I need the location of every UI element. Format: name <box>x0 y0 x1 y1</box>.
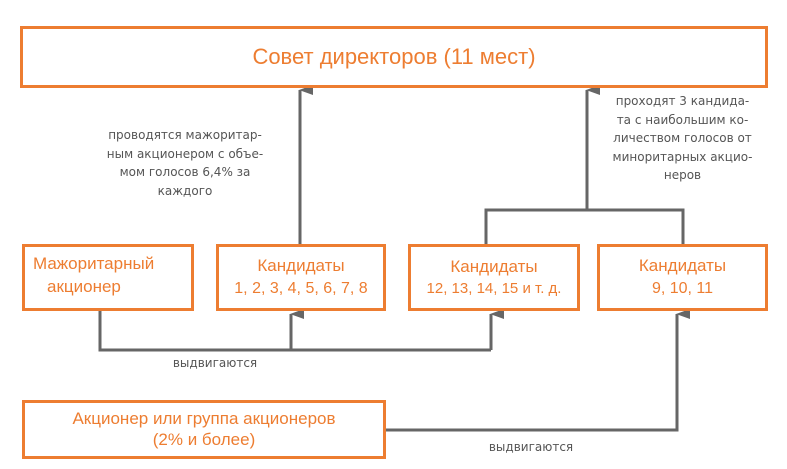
box-label: (2% и более) <box>152 429 256 449</box>
box-label: Кандидаты <box>638 256 727 276</box>
minority-shareholder-box: Акционер или группа акционеров (2% и бол… <box>22 400 386 459</box>
majority-shareholder-box: Мажоритарный акционер <box>22 244 194 311</box>
box-numbers: 1, 2, 3, 4, 5, 6, 7, 8 <box>234 280 368 298</box>
note-line: мом голосов 6,4% за <box>119 165 251 180</box>
box-label: Кандидаты <box>257 256 345 276</box>
minority-nominate-line <box>386 316 679 432</box>
candidates-12-plus-box: Кандидаты 12, 13, 14, 15 и т. д. <box>408 244 580 311</box>
minority-join-line <box>484 208 685 244</box>
majority-election-note: проводятся мажоритар- ным акционером с о… <box>85 126 285 200</box>
box-numbers: 9, 10, 11 <box>651 280 714 298</box>
note-line: проходят 3 кандида- <box>615 94 750 108</box>
note-line: личеством голосов от <box>613 131 752 146</box>
box-label: Акционер или группа акционеров <box>72 409 336 429</box>
box-label: Мажоритарный <box>33 254 155 273</box>
note-line: каждого <box>157 183 213 198</box>
note-line: та с наибольшим ко- <box>616 112 749 127</box>
candidates-1-8-box: Кандидаты 1, 2, 3, 4, 5, 6, 7, 8 <box>216 244 386 311</box>
box-label: Кандидаты <box>450 256 538 276</box>
board-title: Совет директоров (11 мест) <box>252 44 536 70</box>
board-of-directors-box: Совет директоров (11 мест) <box>20 26 768 88</box>
note-line: неров <box>663 168 702 183</box>
nominate-label-majority: выдвигаются <box>172 356 258 370</box>
majority-nominate-line <box>98 311 491 352</box>
note-line: миноритарных акцио- <box>612 149 753 164</box>
box-numbers: 12, 13, 14, 15 и т. д. <box>426 279 562 297</box>
note-line: проводятся мажоритар- <box>108 128 262 142</box>
nominate-label-minority: выдвигаются <box>488 440 574 454</box>
minority-election-note: проходят 3 кандида- та с наибольшим ко- … <box>590 92 775 185</box>
candidates-9-11-box: Кандидаты 9, 10, 11 <box>597 244 768 311</box>
note-line: ным акционером с объе- <box>106 146 264 161</box>
box-label: акционер <box>47 276 121 296</box>
